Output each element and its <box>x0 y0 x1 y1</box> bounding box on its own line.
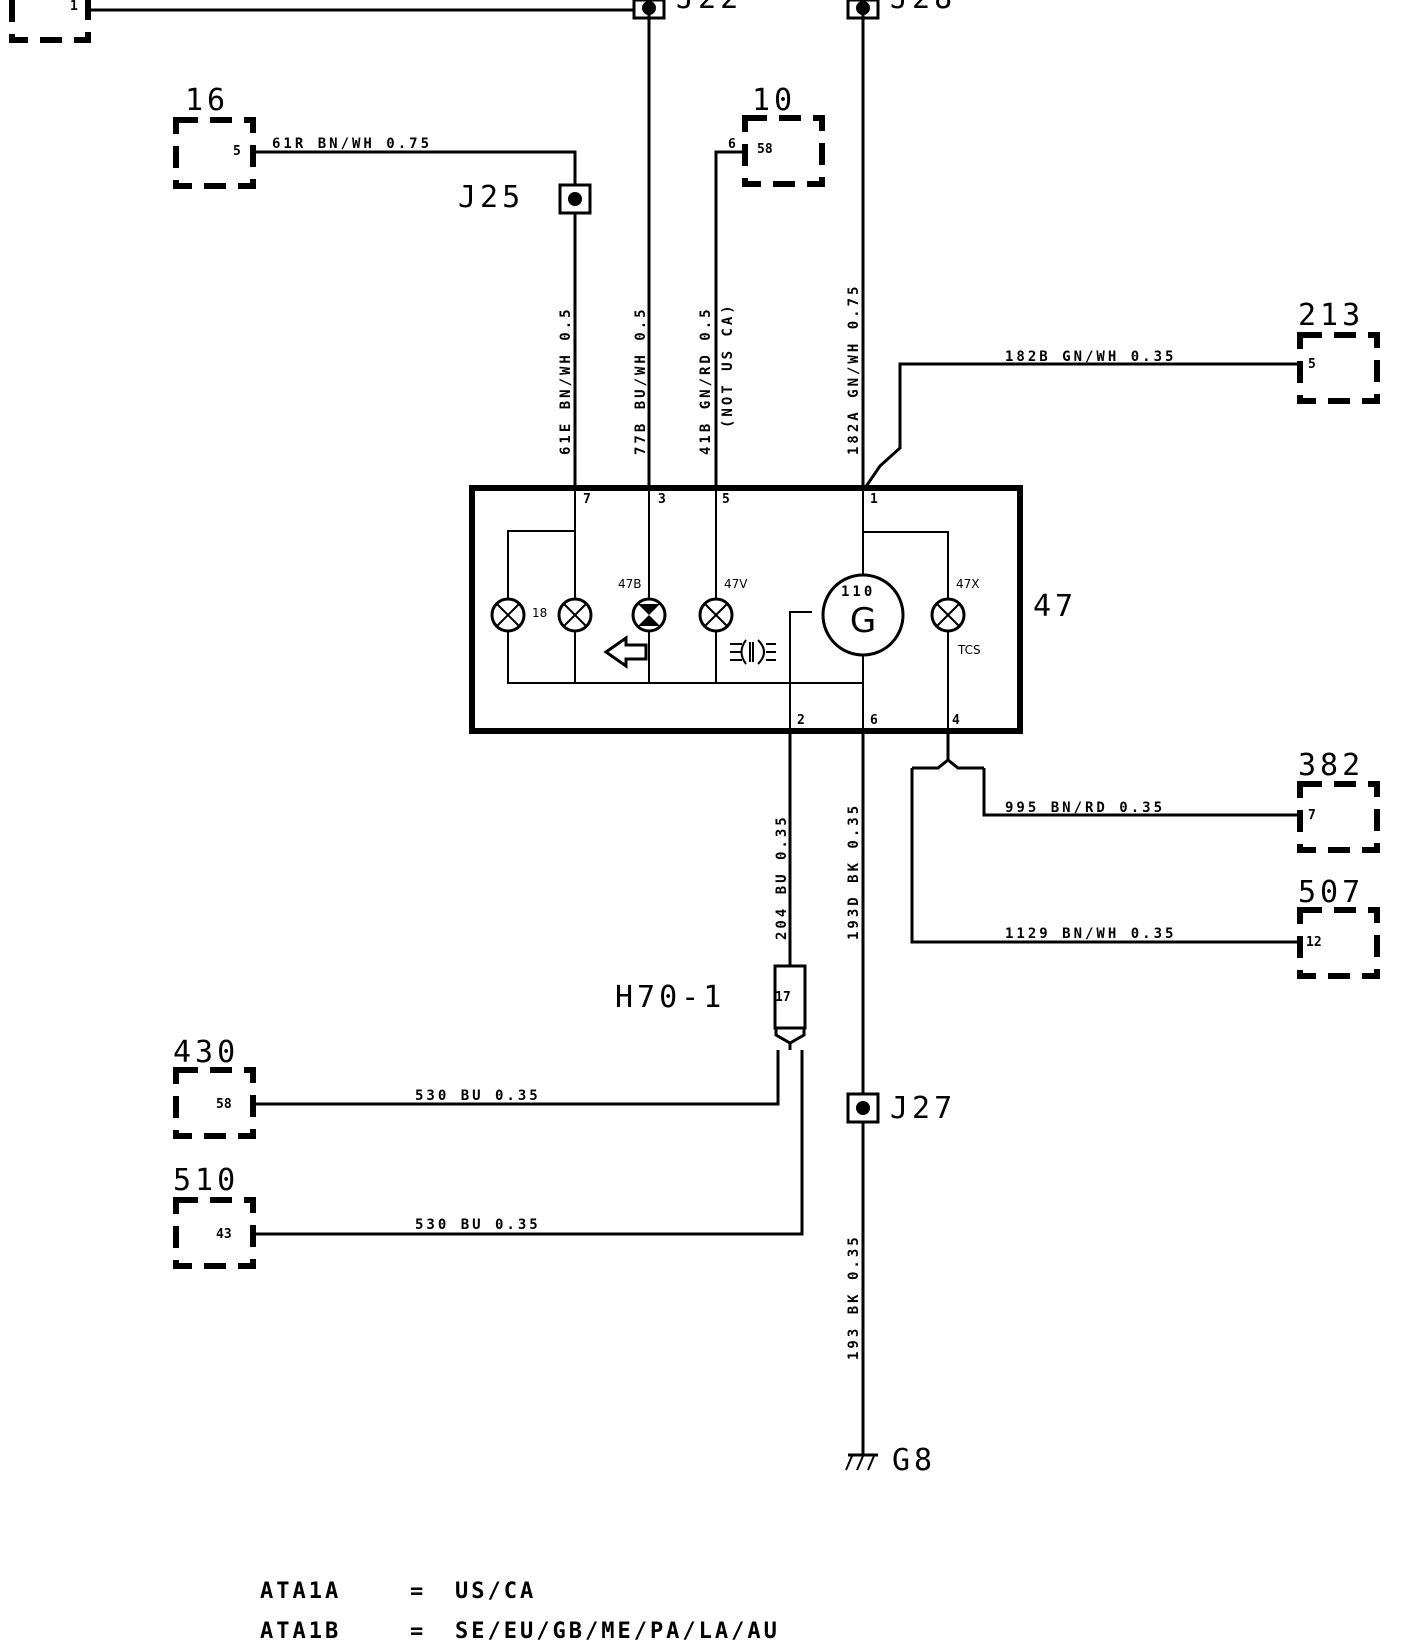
lamp-47x: 47X TCS <box>930 577 981 657</box>
tcs-label: TCS <box>957 643 981 657</box>
legend-eq-1: = <box>410 1579 426 1604</box>
connector-10-pin: 58 <box>757 142 773 157</box>
lamp-47x-label: 47X <box>956 577 980 591</box>
j25-label: J25 <box>458 180 524 215</box>
wire-530a-label: 530 BU 0.35 <box>415 1088 541 1104</box>
j22-label: J22 <box>676 0 742 16</box>
wire-41b-label: 41B GN/RD 0.5 <box>698 306 714 455</box>
connector-510-pin: 43 <box>216 1227 232 1242</box>
top-left-pin: 1 <box>70 0 78 14</box>
connector-510-label: 510 <box>173 1163 239 1198</box>
junction-j25: J25 <box>458 180 592 215</box>
ground-icon-label: G8 <box>892 1443 936 1478</box>
wire-77b-label: 77B BU/WH 0.5 <box>633 306 649 455</box>
module-pin-6: 6 <box>870 713 878 728</box>
ground-g8: G8 <box>845 1443 936 1478</box>
module-47-label: 47 <box>1033 589 1077 624</box>
connector-430-pin: 58 <box>216 1097 232 1112</box>
gauge-110: 110 G <box>821 573 905 657</box>
module-pin-3: 3 <box>658 492 666 507</box>
connector-10: 10 58 6 <box>714 83 825 187</box>
connector-10-label: 10 <box>752 83 796 118</box>
connector-213-label: 213 <box>1298 298 1364 333</box>
gauge-number: 110 <box>841 584 875 600</box>
connector-h70-1: H70-1 17 <box>253 964 807 1236</box>
top-left-connector: 1 <box>9 0 640 43</box>
connector-382-pin: 7 <box>1308 808 1316 823</box>
wire-530b-label: 530 BU 0.35 <box>415 1217 541 1233</box>
connector-507: 507 12 1129 BN/WH 0.35 <box>1005 875 1380 979</box>
wire-61e-label: 61E BN/WH 0.5 <box>558 306 574 455</box>
connector-16-label: 16 <box>185 83 229 118</box>
module-pin-5: 5 <box>722 492 730 507</box>
legend-code-2: ATA1B <box>260 1619 341 1644</box>
connector-507-label: 507 <box>1298 875 1364 910</box>
wire-1129-label: 1129 BN/WH 0.35 <box>1005 926 1176 942</box>
legend-value-1: US/CA <box>455 1579 536 1604</box>
j28-label: J28 <box>890 0 956 16</box>
legend: ATA1A = US/CA ATA1B = SE/EU/GB/ME/PA/LA/… <box>260 1579 780 1644</box>
gauge-letter: G <box>850 601 876 641</box>
lamp-47b-label: 47B <box>618 577 642 591</box>
junction-j28: J28 <box>846 0 956 20</box>
lamp-47v-label: 47V <box>724 577 748 591</box>
connector-430: 430 58 530 BU 0.35 <box>173 1035 541 1139</box>
wire-995-label: 995 BN/RD 0.35 <box>1005 800 1165 816</box>
lamp-18: 18 <box>490 597 547 633</box>
connector-10-ext-pin: 6 <box>728 137 736 152</box>
lamp-18-label: 18 <box>532 606 547 620</box>
wire-41b-note: (NOT US CA) <box>720 302 736 428</box>
turn-signal-arrow-icon <box>603 635 648 669</box>
module-pin-7: 7 <box>583 492 591 507</box>
legend-code-1: ATA1A <box>260 1579 341 1604</box>
lamp-47b: 47B <box>618 577 667 633</box>
connector-510: 510 43 530 BU 0.35 <box>173 1163 541 1269</box>
module-pin-1: 1 <box>870 492 878 507</box>
connector-507-pin: 12 <box>1306 935 1322 950</box>
wire-193-label: 193 BK 0.35 <box>846 1234 862 1360</box>
connector-16: 16 5 61R BN/WH 0.75 <box>173 83 577 189</box>
wire-182b-label: 182B GN/WH 0.35 <box>1005 349 1176 365</box>
junction-j22: J22 <box>632 0 742 20</box>
legend-value-2: SE/EU/GB/ME/PA/LA/AU <box>455 1619 780 1644</box>
connector-213: 213 5 182B GN/WH 0.35 <box>863 298 1380 489</box>
h70-1-pin: 17 <box>775 990 791 1005</box>
lamp-61e <box>557 597 593 633</box>
h70-1-label: H70-1 <box>615 980 725 1015</box>
j27-label: J27 <box>890 1091 956 1126</box>
module-pin-4: 4 <box>952 713 960 728</box>
junction-j27: J27 <box>846 1091 956 1126</box>
connector-213-pin: 5 <box>1308 357 1316 372</box>
fog-light-icon <box>730 639 776 665</box>
connector-382-label: 382 <box>1298 748 1364 783</box>
wire-193d-label: 193D BK 0.35 <box>846 803 862 940</box>
wire-61r-label: 61R BN/WH 0.75 <box>272 136 432 152</box>
legend-eq-2: = <box>410 1619 426 1644</box>
module-pin-2: 2 <box>797 713 805 728</box>
connector-430-label: 430 <box>173 1035 239 1070</box>
lamp-47v: 47V <box>698 577 748 633</box>
connector-382: 382 7 995 BN/RD 0.35 <box>1005 748 1380 853</box>
wire-182a-label: 182A GN/WH 0.75 <box>846 284 862 455</box>
wire-204-label: 204 BU 0.35 <box>774 814 790 940</box>
instrument-module-47: 47 7 3 5 1 2 6 4 18 47B <box>469 485 1077 734</box>
connector-16-pin: 5 <box>233 144 241 159</box>
